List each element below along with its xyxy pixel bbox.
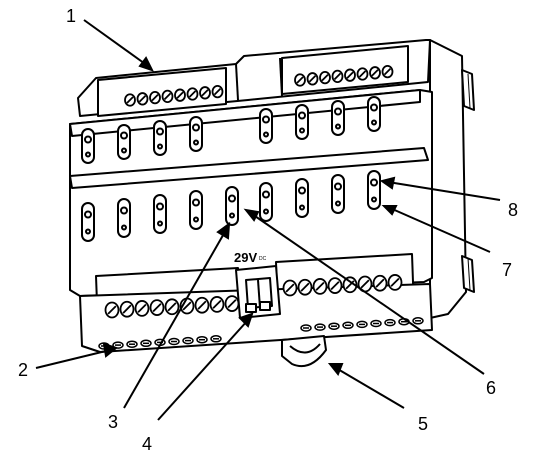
led-indicator-icon xyxy=(295,104,309,140)
supply-dc-symbol: DC xyxy=(259,256,267,262)
led-indicator-icon xyxy=(367,96,381,132)
led-indicator-icon xyxy=(153,120,167,156)
screw-terminal-icon xyxy=(312,278,328,295)
screw-terminal-icon xyxy=(182,336,194,345)
screw-terminal-icon xyxy=(119,300,135,318)
callout-1: 1 xyxy=(66,6,76,26)
led-indicator-icon xyxy=(331,174,345,214)
leader-2 xyxy=(35,349,111,369)
screw-terminal-icon xyxy=(282,279,298,297)
screw-terminal-icon xyxy=(356,67,369,81)
led-indicator-icon xyxy=(295,178,309,218)
screw-terminal-icon xyxy=(344,68,356,82)
upper-led-row xyxy=(81,96,381,164)
led-indicator-icon xyxy=(225,186,239,226)
screw-terminal-icon xyxy=(164,298,180,316)
screw-terminal-icon xyxy=(211,84,224,99)
supply-voltage-label: 29V xyxy=(234,250,257,265)
screw-terminal-icon xyxy=(412,317,424,325)
led-indicator-icon xyxy=(331,100,345,136)
screw-terminal-icon xyxy=(294,73,306,87)
led-indicator-icon xyxy=(367,170,381,210)
din-rail-slot xyxy=(461,69,475,111)
screw-terminal-icon xyxy=(174,88,186,102)
din-clip-icon xyxy=(281,335,327,368)
screw-terminal-icon xyxy=(369,66,381,80)
screw-terminal-icon xyxy=(168,337,180,346)
callout-4: 4 xyxy=(142,434,152,454)
screw-terminal-icon xyxy=(384,318,396,327)
screw-terminal-icon xyxy=(194,296,210,314)
screw-terminal-icon xyxy=(306,72,319,86)
screw-terminal-icon xyxy=(319,70,331,85)
leader-7 xyxy=(389,207,491,253)
callout-3: 3 xyxy=(108,412,118,432)
screw-terminal-icon xyxy=(209,296,225,313)
led-indicator-icon xyxy=(117,198,131,238)
screw-terminal-icon xyxy=(370,319,382,328)
screw-terminal-icon xyxy=(136,92,149,106)
screw-terminal-icon xyxy=(140,339,152,348)
screw-terminal-icon xyxy=(224,295,240,312)
leader-1 xyxy=(83,19,149,67)
screw-terminal-icon xyxy=(134,300,150,317)
screw-terminal-icon xyxy=(342,321,354,330)
leader-4 xyxy=(157,319,249,421)
din-rail-slot-lower xyxy=(461,255,475,293)
callout-2: 2 xyxy=(18,360,28,380)
screw-terminal-icon xyxy=(199,86,211,100)
leader-8 xyxy=(387,181,501,201)
screw-terminal-icon xyxy=(196,335,208,344)
led-indicator-icon xyxy=(117,124,131,160)
top-terminals-right xyxy=(294,64,394,87)
led-indicator-icon xyxy=(81,128,95,164)
housing-ridge xyxy=(69,147,429,189)
screw-terminal-icon xyxy=(328,322,340,330)
screw-terminal-icon xyxy=(327,277,343,294)
screw-terminal-icon xyxy=(149,90,161,105)
housing-right-side xyxy=(429,39,467,319)
led-indicator-icon xyxy=(189,190,203,230)
screw-terminal-icon xyxy=(112,341,124,349)
led-indicator-icon xyxy=(259,182,273,222)
screw-terminal-icon xyxy=(314,323,326,331)
screw-terminal-icon xyxy=(372,274,388,292)
lower-terminals-right xyxy=(282,274,403,297)
screw-terminal-icon xyxy=(126,340,138,348)
leader-5 xyxy=(335,367,405,409)
screw-terminal-icon xyxy=(356,320,368,329)
screw-terminal-icon xyxy=(104,301,120,319)
top-terminals-left xyxy=(124,84,224,107)
lower-led-row xyxy=(81,170,381,242)
lower-terminals-left xyxy=(104,295,240,319)
screw-terminal-icon xyxy=(297,278,313,296)
leader-3 xyxy=(123,229,227,409)
screw-terminal-icon xyxy=(331,69,344,84)
led-indicator-icon xyxy=(189,116,203,152)
callout-6: 6 xyxy=(486,378,496,398)
screw-terminal-icon xyxy=(381,64,394,79)
screw-terminal-icon xyxy=(210,335,222,343)
callout-5: 5 xyxy=(418,414,428,434)
screw-terminal-icon xyxy=(149,299,165,316)
screw-terminal-icon xyxy=(186,87,199,101)
callout-8: 8 xyxy=(508,200,518,220)
screw-terminal-icon xyxy=(161,89,174,104)
screw-terminal-icon xyxy=(387,274,403,291)
screw-terminal-icon xyxy=(124,93,136,107)
led-indicator-icon xyxy=(153,194,167,234)
screw-terminal-icon xyxy=(300,324,312,332)
callout-7: 7 xyxy=(502,260,512,280)
leader-6 xyxy=(251,213,485,375)
led-indicator-icon xyxy=(81,202,95,242)
led-indicator-icon xyxy=(259,108,273,144)
